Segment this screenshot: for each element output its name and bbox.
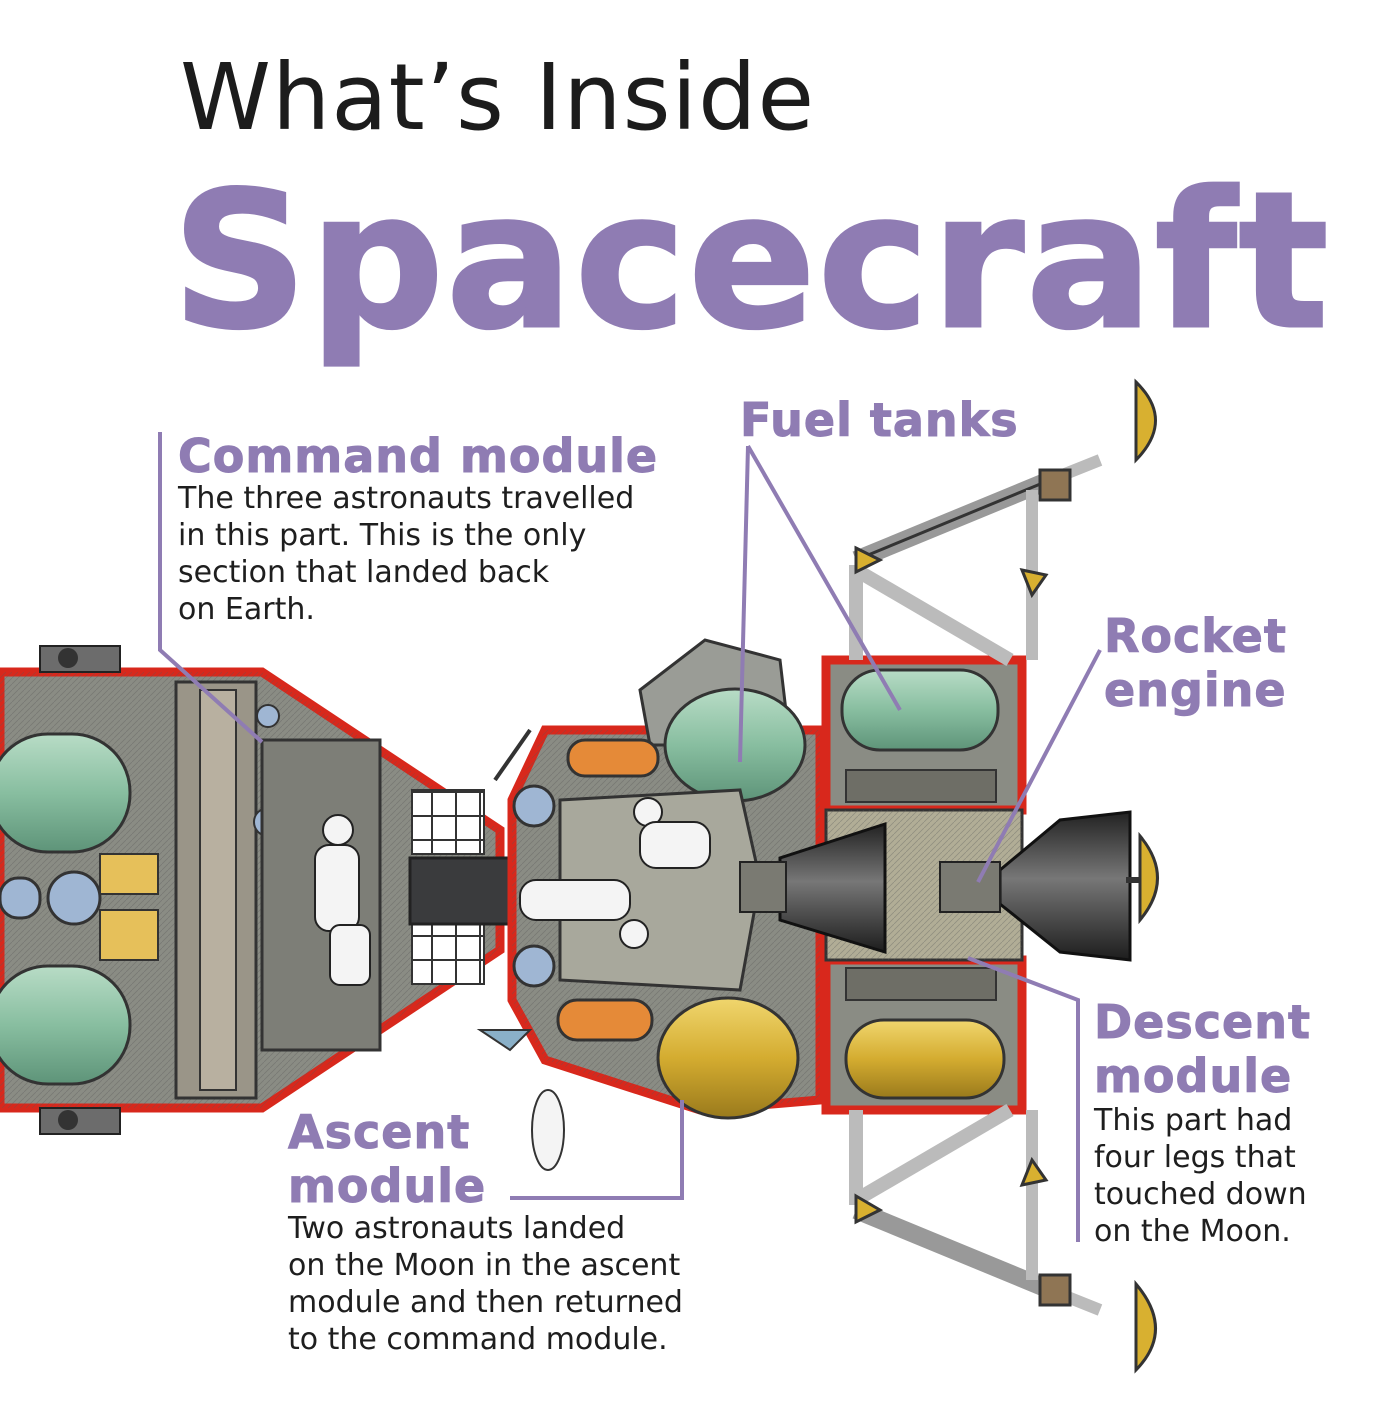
rocket-engine-label-line-1: Rocket [1104, 609, 1287, 663]
astronaut-figures [519, 797, 711, 949]
descent-module-label-line-2: module [1093, 1049, 1293, 1103]
rocket-engine-label-line-2: engine [1104, 663, 1287, 717]
descent-module-description: This part had four legs that touched dow… [1094, 1103, 1307, 1249]
ascent-module-leader-line [510, 1100, 684, 1200]
ascent-module-label-line-1: Ascent [287, 1105, 471, 1159]
landing-legs [849, 378, 1159, 1374]
rocket-engine-leader-line [976, 649, 1102, 883]
callout-lines [158, 432, 1102, 1242]
command-module-leader-line [158, 432, 264, 744]
rocket-engine-nozzle [739, 810, 1132, 962]
fuel-tanks-label: Fuel tanks [740, 393, 1019, 447]
command-module-body [0, 645, 532, 1135]
descent-module-label-line-1: Descent [1094, 995, 1311, 1049]
command-module-description: The three astronauts travelled in this p… [178, 481, 635, 627]
fuel-tanks-leader-line-2 [746, 445, 902, 711]
ascent-module-body [476, 638, 825, 1171]
astronaut-figure [314, 814, 371, 986]
fuel-tanks-leader-line-1 [738, 445, 750, 763]
descent-module-leader-line [967, 956, 1080, 1242]
command-module-label: Command module [177, 429, 659, 483]
title-line-2: Spacecraft [170, 152, 1331, 371]
ascent-module-description: Two astronauts landed on the Moon in the… [288, 1211, 683, 1357]
ascent-module-label-line-2: module [287, 1159, 487, 1213]
title-line-1: What’s Inside [180, 44, 816, 151]
